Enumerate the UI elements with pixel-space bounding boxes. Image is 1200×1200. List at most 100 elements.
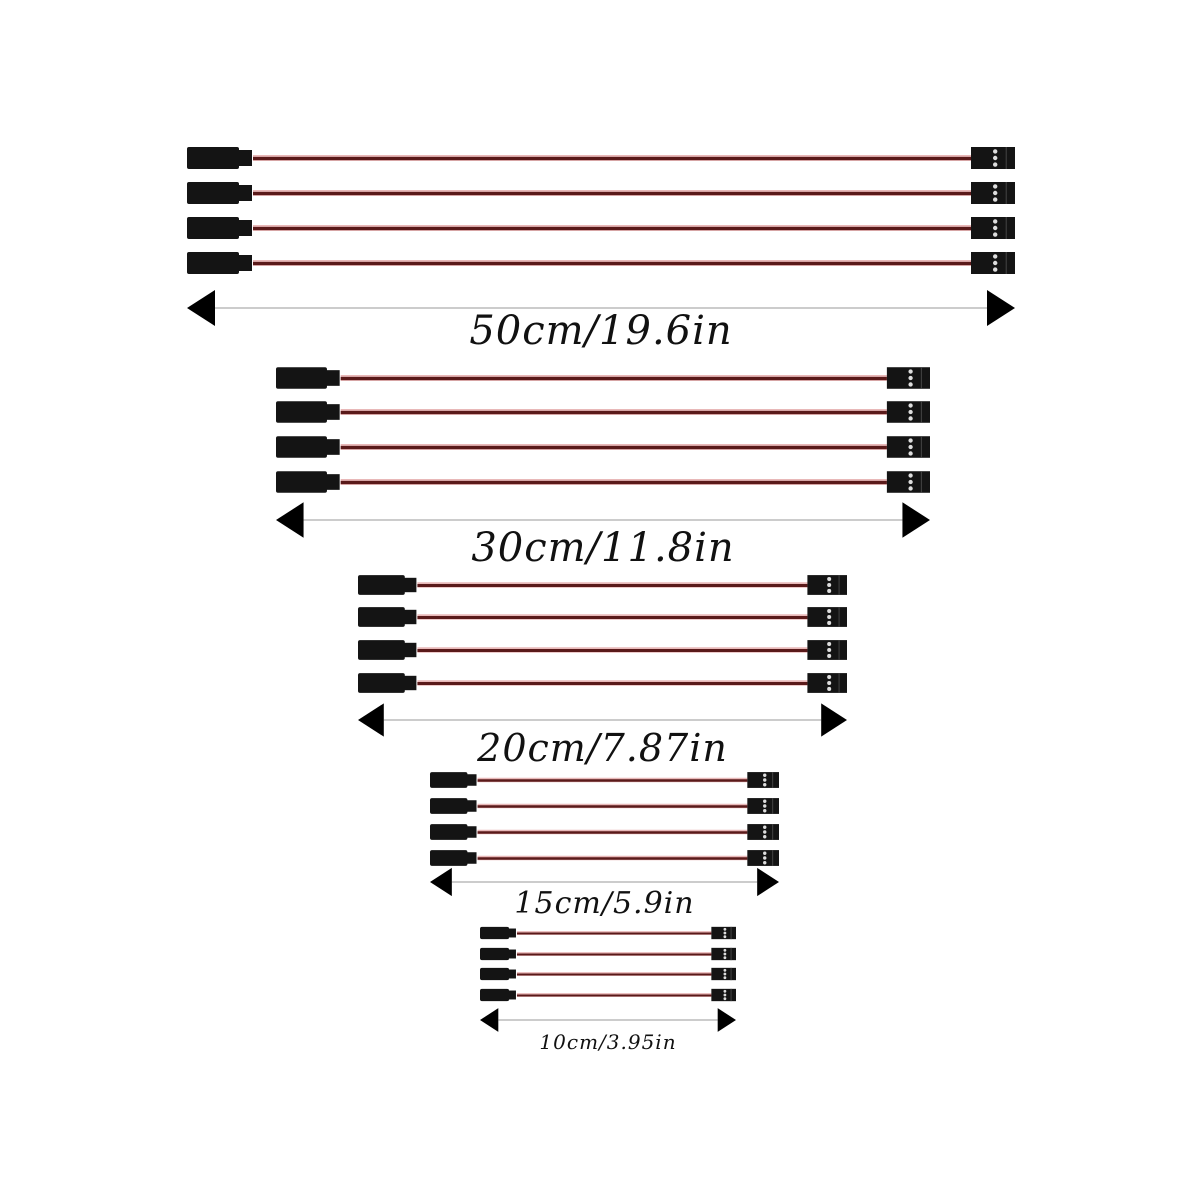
- servo-cable: [480, 988, 736, 1002]
- servo-cable: [276, 471, 930, 493]
- pin-hole: [763, 835, 767, 839]
- pin-hole: [723, 968, 727, 972]
- female-connector: [430, 850, 468, 866]
- pin-hole: [827, 647, 832, 653]
- pin-hole: [908, 451, 913, 456]
- servo-cable: [480, 926, 736, 940]
- male-connector: [971, 217, 1015, 239]
- cable-group-3: [430, 772, 779, 897]
- connector-collar: [325, 404, 340, 420]
- arrow-left-icon: [276, 502, 304, 538]
- connector-collar: [238, 255, 252, 271]
- servo-cable: [276, 367, 930, 389]
- female-connector: [480, 967, 510, 981]
- pin-hole: [827, 686, 832, 691]
- pin-hole: [723, 989, 727, 993]
- male-connector: [971, 252, 1015, 274]
- connector-collar: [508, 928, 516, 938]
- servo-cable: [358, 673, 847, 693]
- female-connector: [480, 947, 510, 961]
- pin-hole: [993, 190, 998, 196]
- pin-hole: [993, 260, 998, 266]
- arrow-right-icon: [987, 290, 1015, 326]
- male-connector: [971, 182, 1015, 204]
- pin-hole: [827, 582, 832, 588]
- arrow-left-icon: [358, 703, 384, 737]
- arrow-left-icon: [187, 290, 215, 326]
- pin-hole: [723, 931, 727, 935]
- length-label-30cm: 30cm/11.8in: [471, 525, 735, 571]
- pin-hole: [827, 614, 832, 620]
- arrow-right-icon: [821, 703, 847, 737]
- pin-hole: [827, 680, 832, 686]
- female-connector: [276, 471, 327, 493]
- pin-hole: [763, 861, 767, 865]
- pin-hole: [827, 620, 832, 625]
- pin-hole: [993, 219, 998, 224]
- female-connector: [276, 401, 327, 423]
- pin-hole: [763, 778, 767, 782]
- pin-hole: [723, 997, 727, 1001]
- female-connector: [187, 147, 239, 169]
- servo-cable: [358, 640, 847, 660]
- pin-hole: [993, 267, 998, 272]
- connector-collar: [238, 220, 252, 236]
- pin-hole: [763, 799, 767, 803]
- cable-group-1: [276, 367, 930, 538]
- servo-cable: [187, 147, 1015, 169]
- servo-cable: [358, 607, 847, 627]
- female-connector: [187, 217, 239, 239]
- pin-hole: [908, 403, 913, 408]
- female-connector: [430, 824, 468, 840]
- pin-hole: [723, 948, 727, 952]
- servo-cable: [276, 436, 930, 458]
- servo-cable: [358, 575, 847, 595]
- pin-hole: [993, 197, 998, 202]
- arrow-left-icon: [430, 867, 452, 897]
- arrow-right-icon: [757, 867, 779, 897]
- connector-collar: [325, 439, 340, 455]
- length-label-10cm: 10cm/3.95in: [539, 1030, 677, 1054]
- length-label-20cm: 20cm/7.87in: [477, 726, 728, 770]
- servo-cable: [187, 252, 1015, 274]
- pin-hole: [723, 972, 727, 976]
- female-connector: [187, 252, 239, 274]
- cable-group-0: [187, 147, 1015, 326]
- pin-hole: [908, 444, 913, 450]
- female-connector: [276, 436, 327, 458]
- female-connector: [480, 988, 510, 1002]
- connector-collar: [466, 852, 477, 864]
- connector-collar: [508, 969, 516, 979]
- pin-hole: [763, 809, 767, 813]
- female-connector: [276, 367, 327, 389]
- female-connector: [358, 575, 405, 595]
- female-connector: [358, 640, 405, 660]
- pin-hole: [908, 473, 913, 478]
- pin-hole: [993, 184, 998, 189]
- pin-hole: [723, 927, 727, 931]
- pin-hole: [723, 993, 727, 997]
- cable-group-4: [480, 926, 736, 1032]
- pin-hole: [908, 409, 913, 415]
- pin-hole: [763, 830, 767, 834]
- pin-hole: [993, 254, 998, 259]
- pin-hole: [763, 825, 767, 829]
- arrow-right-icon: [902, 502, 930, 538]
- pin-hole: [993, 225, 998, 231]
- connector-collar: [403, 675, 417, 691]
- connector-collar: [403, 577, 417, 593]
- pin-hole: [723, 935, 727, 939]
- servo-cable: [187, 182, 1015, 204]
- pin-hole: [908, 382, 913, 387]
- servo-cable: [430, 850, 779, 866]
- length-label-15cm: 15cm/5.9in: [514, 886, 695, 921]
- pin-hole: [993, 155, 998, 161]
- pin-hole: [908, 486, 913, 491]
- connector-collar: [508, 949, 516, 959]
- servo-cable: [480, 947, 736, 961]
- servo-cable: [480, 967, 736, 981]
- cable-group-2: [358, 575, 847, 737]
- connector-collar: [325, 370, 340, 386]
